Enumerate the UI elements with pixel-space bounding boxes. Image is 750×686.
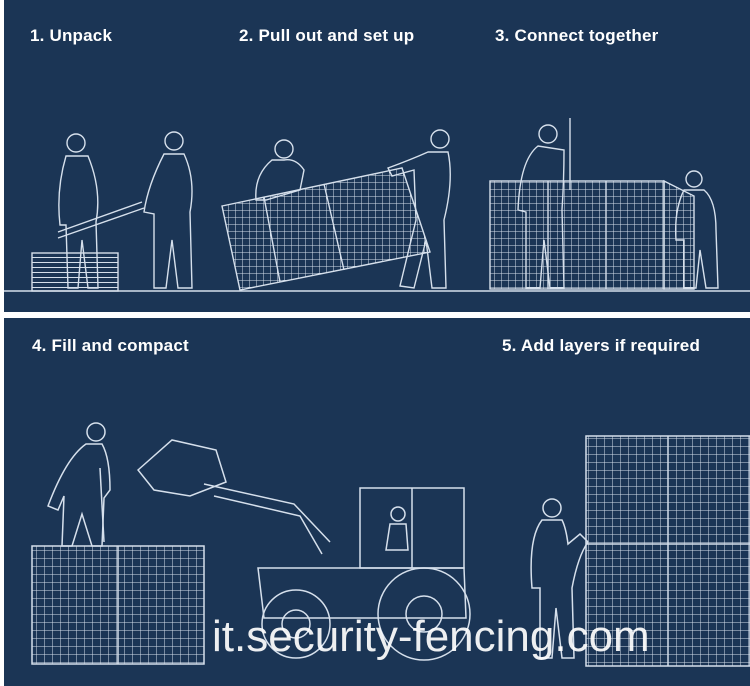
step-4-title: 4. Fill and compact [32, 336, 189, 356]
top-panel-illustration [4, 0, 750, 312]
step-1-title: 1. Unpack [30, 26, 112, 46]
top-panel: 1. Unpack 2. Pull out and set up 3. Conn… [4, 0, 750, 312]
step-5-title: 5. Add layers if required [502, 336, 700, 356]
step-3-title: 3. Connect together [495, 26, 658, 46]
watermark: it.security-fencing.com [212, 612, 650, 662]
step3-illustration [490, 118, 718, 289]
step-2-title: 2. Pull out and set up [239, 26, 414, 46]
step1-illustration [32, 132, 192, 291]
step2-illustration [222, 130, 450, 290]
